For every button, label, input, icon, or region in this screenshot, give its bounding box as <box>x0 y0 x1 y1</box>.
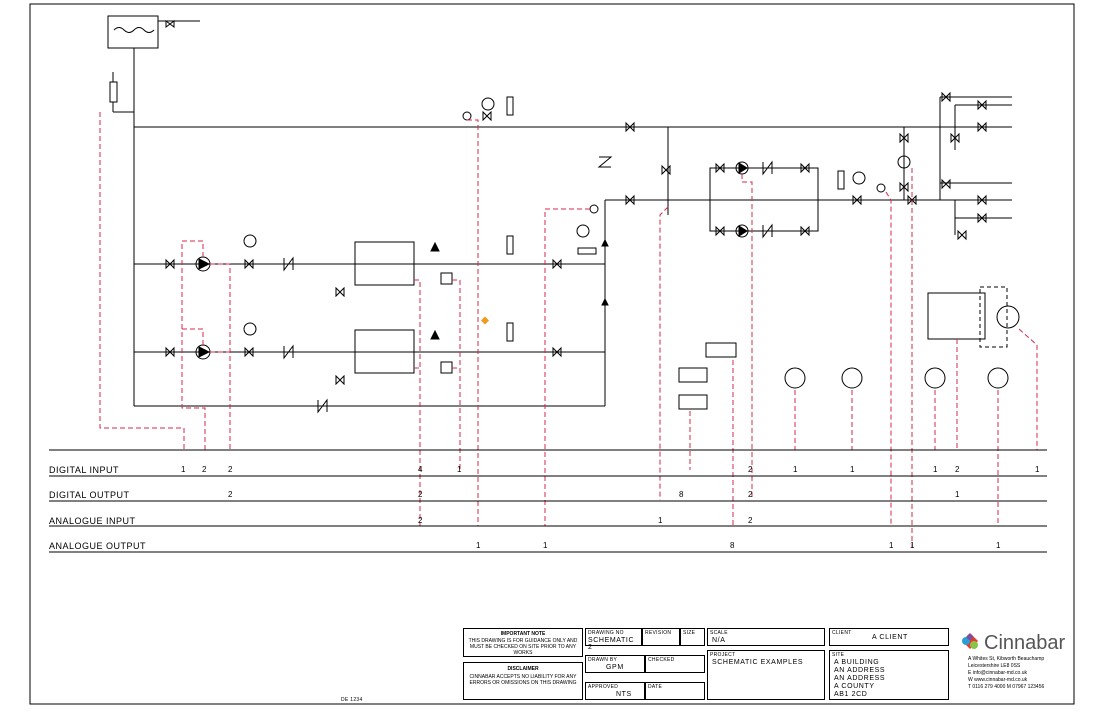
io-count: 2 <box>748 465 753 474</box>
client-value: A CLIENT <box>872 634 908 641</box>
io-count: 2 <box>418 490 423 499</box>
size-cell: SIZE <box>680 628 705 646</box>
client-cell: CLIENT A CLIENT <box>829 628 949 646</box>
io-count: 1 <box>476 541 481 550</box>
io-count: 1 <box>910 541 915 550</box>
io-count: 2 <box>228 465 233 474</box>
checked-label: CHECKED <box>648 657 675 663</box>
drawn-cell: DRAWN BY GPM <box>585 655 645 673</box>
approved-label: APPROVED <box>588 684 619 690</box>
date-cell: DATE <box>645 682 705 700</box>
drawn-value: GPM <box>606 664 624 671</box>
address-line: A BUILDING <box>834 659 880 666</box>
io-count: 1 <box>457 465 462 474</box>
address-line: AB1 2CD <box>834 691 868 698</box>
company-info-line: T 0116 279 4000 M 07967 123456 <box>968 684 1045 690</box>
address-line: AN ADDRESS <box>834 675 886 682</box>
io-label-analogue-input: ANALOGUE INPUT <box>49 516 136 526</box>
field-sensors <box>678 342 1009 410</box>
io-count: 1 <box>1035 465 1040 474</box>
io-count: 1 <box>850 465 855 474</box>
io-count: 1 <box>543 541 548 550</box>
io-count: 2 <box>748 516 753 525</box>
pipework <box>107 15 1020 414</box>
io-count: 2 <box>955 465 960 474</box>
io-count: 2 <box>202 465 207 474</box>
io-label-analogue-output: ANALOGUE OUTPUT <box>49 541 147 551</box>
io-count: 4 <box>418 465 423 474</box>
control-valves <box>198 162 748 358</box>
io-label-digital-input: DIGITAL INPUT <box>49 465 120 475</box>
drawing-border <box>29 3 1075 705</box>
io-schedule-lines <box>49 449 1047 553</box>
approved-value: NTS <box>616 691 632 698</box>
note-text: CINNABAR ACCEPTS NO LIABILITY FOR ANY ER… <box>469 674 577 686</box>
company-info-line: Leicestershire LE8 0SS <box>968 663 1021 669</box>
io-count: 8 <box>730 541 735 550</box>
revision-label: REVISION <box>645 630 672 636</box>
io-count: 1 <box>793 465 798 474</box>
note-box-2: DISCLAIMER CINNABAR ACCEPTS NO LIABILITY… <box>463 662 583 700</box>
company-name: Cinnabar <box>984 632 1066 654</box>
io-label-digital-output: DIGITAL OUTPUT <box>49 490 130 500</box>
control-wiring <box>99 112 1038 548</box>
io-count: 2 <box>228 490 233 499</box>
company-info-line: W www.cinnabar-md.co.uk <box>968 677 1028 683</box>
io-count: 1 <box>181 465 186 474</box>
address-line: A COUNTY <box>834 683 875 690</box>
io-count: 1 <box>933 465 938 474</box>
scale-label: SCALE <box>710 630 728 636</box>
drawn-label: DRAWN BY <box>588 657 618 663</box>
note-title: IMPORTANT NOTE <box>500 631 546 637</box>
io-count: 8 <box>679 490 684 499</box>
project-label: PROJECT <box>710 652 736 658</box>
note-text: THIS DRAWING IS FOR GUIDANCE ONLY AND MU… <box>468 638 578 656</box>
io-count: 2 <box>418 516 423 525</box>
io-count: 1 <box>889 541 894 550</box>
scale-cell: SCALE N/A <box>707 628 825 646</box>
drawing-no-cell: DRAWING NO SCHEMATIC 2 <box>585 628 642 651</box>
date-label: DATE <box>648 684 663 690</box>
approved-cell: APPROVED NTS <box>585 682 645 700</box>
scale-value: N/A <box>712 637 726 644</box>
note-title: DISCLAIMER <box>507 666 539 672</box>
site-label: SITE <box>832 652 845 658</box>
io-count: 2 <box>748 490 753 499</box>
company-info-line: E info@cinnabar-md.co.uk <box>968 670 1027 676</box>
address-line: AN ADDRESS <box>834 667 886 674</box>
footer-ref: DE 1234 <box>341 697 363 703</box>
site-cell: SITE A BUILDING AN ADDRESS AN ADDRESS A … <box>829 650 949 700</box>
size-label: SIZE <box>683 630 696 636</box>
drawing-no-value: SCHEMATIC 2 <box>588 637 635 651</box>
note-box-1: IMPORTANT NOTE THIS DRAWING IS FOR GUIDA… <box>463 628 583 657</box>
io-count: 1 <box>996 541 1001 550</box>
io-count: 1 <box>955 490 960 499</box>
cinnabar-logo-mark <box>481 316 978 649</box>
drawing-no-label: DRAWING NO <box>588 630 624 636</box>
io-count: 1 <box>658 516 663 525</box>
checked-cell: CHECKED <box>645 655 705 673</box>
valves <box>165 20 987 386</box>
project-cell: PROJECT SCHEMATIC EXAMPLES <box>707 650 825 700</box>
company-info-line: A Whites St, Kibworth Beauchamp <box>968 656 1045 662</box>
site-address: A BUILDING AN ADDRESS AN ADDRESS A COUNT… <box>834 659 885 699</box>
revision-cell: REVISION <box>642 628 680 646</box>
client-label: CLIENT <box>832 630 852 636</box>
project-value: SCHEMATIC EXAMPLES <box>712 659 804 666</box>
company-info: A Whites St, Kibworth Beauchamp Leiceste… <box>968 656 1068 691</box>
